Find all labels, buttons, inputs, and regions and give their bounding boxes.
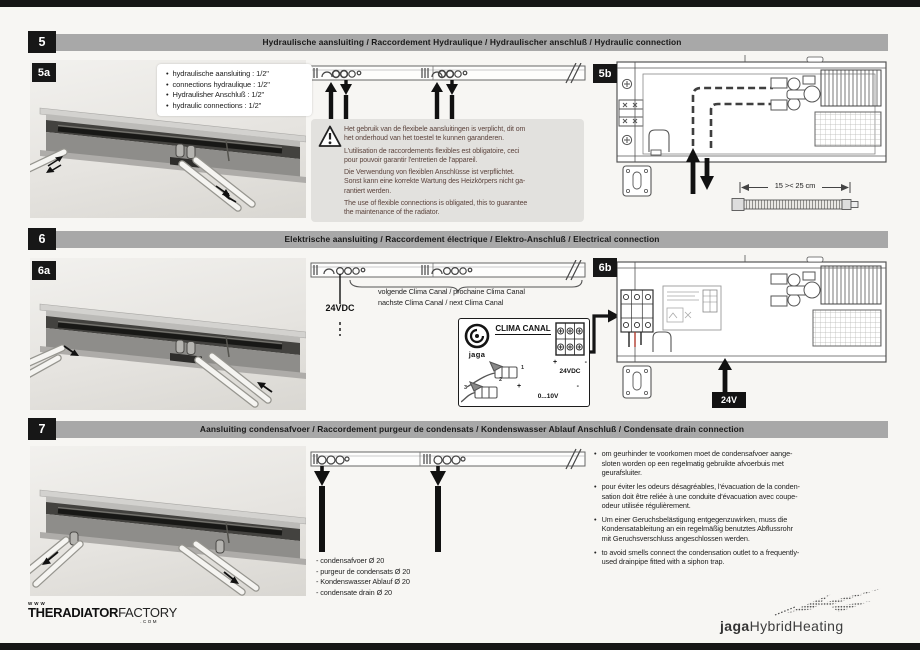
- step-number: 2: [499, 377, 503, 383]
- drain-size-list: - condensafvoer Ø 20 - purgeur de conden…: [316, 556, 410, 598]
- supply-return-arrows-5b: [686, 148, 714, 194]
- section-7-number: 7: [28, 418, 56, 440]
- jaga-hybrid-text: jagaHybridHeating: [720, 618, 844, 634]
- section-5-title: Hydraulische aansluiting / Raccordement …: [262, 37, 682, 47]
- label-6a: 6a: [32, 261, 56, 280]
- flexible-hose-icon: [731, 198, 859, 211]
- rail-schematic-5a: [310, 63, 586, 119]
- note-nl: om geurhinder te voorkomen moet de conde…: [592, 449, 890, 478]
- logo-radiator: RADIATOR: [53, 605, 119, 620]
- logo-www: WWW: [28, 601, 47, 606]
- signal-polarity: +-: [517, 383, 579, 390]
- warning-fr: L'utilisation de raccordements flexibles…: [344, 147, 520, 164]
- warning-nl: Het gebruik van de flexibele aansluiting…: [344, 126, 526, 143]
- terminal-block-icon: [555, 322, 585, 356]
- clima-canal-title: CLIMA CANAL: [495, 324, 551, 335]
- label-5b: 5b: [593, 64, 617, 83]
- condensate-notes: om geurhinder te voorkomen moet de conde…: [592, 449, 890, 571]
- step-number: 1: [521, 365, 525, 371]
- warning-triangle-icon: [318, 125, 342, 147]
- dimension-line: [739, 182, 851, 193]
- section-6-title: Elektrische aansluiting / Raccordement é…: [284, 234, 660, 244]
- list-item: Hydraulisher Anschluß : 1/2": [164, 90, 306, 101]
- section-7-title: Aansluiting condensafvoer / Raccordement…: [199, 424, 745, 434]
- drain-item: - Kondenswasser Ablauf Ø 20: [316, 577, 410, 587]
- label-5a: 5a: [32, 63, 56, 82]
- logo-com: .COM: [140, 619, 158, 624]
- logo-main: THERADIATORFACTORY: [28, 606, 177, 619]
- step-number: 3: [464, 385, 468, 391]
- trench-isometric-drawing-5a: [30, 107, 306, 212]
- page-bottom-bar: [0, 643, 920, 650]
- trench-isometric-drawing-6a: [30, 303, 306, 408]
- page-top-bar: [0, 0, 920, 7]
- rail-schematic-6a: [310, 260, 586, 336]
- condensate-down-arrows: [314, 466, 446, 552]
- list-item: connections hydraulique : 1/2": [164, 80, 306, 91]
- clima-signal-label: 0...10V: [537, 393, 559, 400]
- radiator-factory-logo: WWW THERADIATORFACTORY .COM: [28, 601, 177, 624]
- wall-bracket-foot: [622, 165, 652, 197]
- section-6-title-bar: Elektrische aansluiting / Raccordement é…: [56, 230, 888, 248]
- pipe-routing-dashed: [691, 86, 773, 148]
- connection-elbow-arrow: [588, 309, 620, 354]
- hose-dimension: 15 >< 25 cm: [730, 181, 860, 215]
- drain-item: - condensafvoer Ø 20: [316, 556, 385, 565]
- next-canal-line1: volgende Clima Canal / prochaine Clima C…: [378, 287, 525, 296]
- section-7-header: 7 Aansluiting condensafvoer / Raccordeme…: [28, 418, 888, 440]
- valve-assembly-6b: [770, 271, 821, 307]
- next-canal-line2: nachste Clima Canal / next Clima Canal: [378, 298, 504, 307]
- jaga-logo-icon: [464, 323, 490, 349]
- note-de: Um einer Geruchsbelästigung entgegenzuwi…: [592, 515, 890, 544]
- hybrid-text: HybridHeating: [749, 618, 844, 634]
- label-6b: 6b: [593, 258, 617, 277]
- jaga-brand-text: jaga: [468, 350, 486, 359]
- vdc-polarity: +-: [553, 359, 587, 366]
- instruction-label-card: [662, 285, 722, 331]
- clima-canal-box: jaga CLIMA CANAL +- 24VDC 1 2: [458, 318, 590, 407]
- drain-item: - purgeur de condensats Ø 20: [316, 566, 411, 576]
- terminal-block-6b: [620, 289, 654, 347]
- section-5-number: 5: [28, 31, 56, 53]
- jaga-text: jaga: [720, 618, 750, 634]
- cable-entry-arrows: [63, 345, 273, 393]
- top-view-drawing-6b: [616, 255, 887, 399]
- logo-factory: FACTORY: [118, 605, 177, 620]
- render-7-panel: [30, 446, 306, 596]
- list-item: hydraulische aansluiting : 1/2": [164, 69, 306, 80]
- section-5-title-bar: Hydraulische aansluiting / Raccordement …: [56, 33, 888, 51]
- 24v-tag: 24V: [712, 392, 746, 408]
- list-item: hydraulic connections : 1/2": [164, 101, 306, 112]
- note-fr: pour éviter les odeurs désagréables, l'é…: [592, 482, 890, 511]
- clima-vdc-label: 24VDC: [559, 368, 581, 375]
- brace: [349, 279, 583, 294]
- connector-hands-art: [461, 361, 518, 403]
- section-7-title-bar: Aansluiting condensafvoer / Raccordement…: [56, 420, 888, 438]
- warning-de: Die Verwendung von flexiblen Anschlüsse …: [344, 169, 526, 195]
- jaga-hybrid-heating-logo: jagaHybridHeating: [712, 586, 888, 638]
- dimension-text: 15 >< 25 cm: [774, 181, 816, 190]
- section-5-header: 5 Hydraulische aansluiting / Raccordemen…: [28, 31, 888, 53]
- power-up-arrow: [718, 358, 732, 392]
- valve-assembly: [770, 75, 821, 111]
- section-6-number: 6: [28, 228, 56, 250]
- drain-item: - condensate drain Ø 20: [316, 587, 392, 597]
- warning-en: The use of flexible connections is oblig…: [344, 200, 528, 217]
- top-view-drawing-5b: [616, 55, 887, 197]
- drain-direction-arrows: [42, 551, 239, 584]
- rail-schematic-7: [310, 448, 586, 552]
- note-en: to avoid smells connect the condensation…: [592, 548, 890, 567]
- flow-arrows: [46, 156, 237, 203]
- section-6-header: 6 Elektrische aansluiting / Raccordement…: [28, 228, 888, 250]
- logo-the: THE: [28, 605, 54, 620]
- dotted-swoosh-icon: [774, 588, 883, 616]
- flexible-connection-warning: Het gebruik van de flexibele aansluiting…: [311, 119, 584, 223]
- supply-return-arrows: [325, 80, 458, 119]
- hydraulic-specs-list: hydraulische aansluiting : 1/2" connecti…: [157, 64, 312, 116]
- wall-bracket-foot-6b: [622, 365, 652, 399]
- trench-isometric-drawing-7: [30, 489, 306, 596]
- vdc-label: 24VDC: [325, 303, 355, 313]
- render-6a-panel: [30, 258, 306, 410]
